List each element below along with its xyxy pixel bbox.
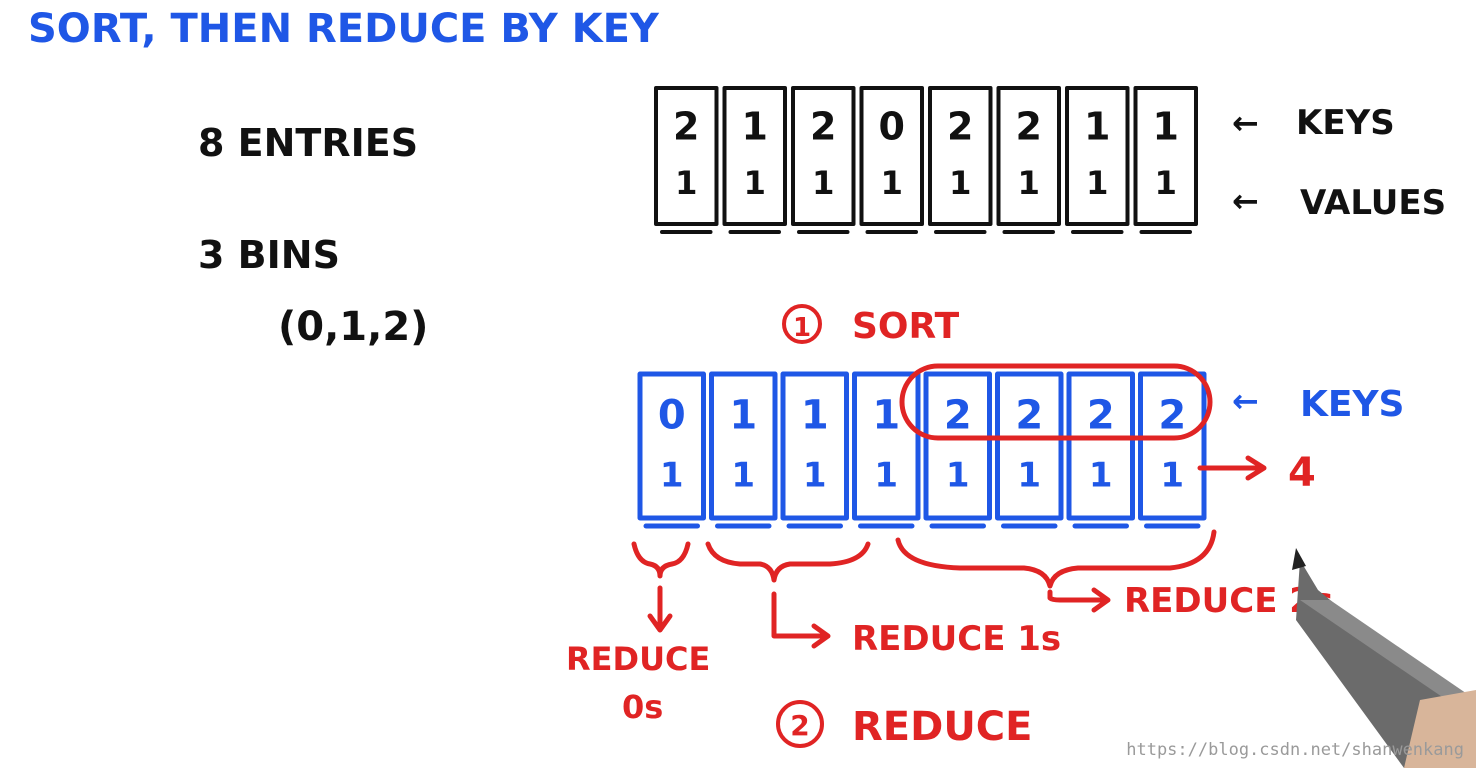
sorted-array-cell [923,371,992,521]
bin-values: (0,1,2) [278,304,428,350]
brace-2s [895,529,1217,589]
sorted-array-value: 1 [1017,455,1041,495]
sorted-array-cell [1138,371,1207,521]
sorted-array-cell [709,371,778,521]
unsorted-array-key: 2 [1016,105,1042,149]
result-arrow [1197,455,1267,481]
watermark: https://blog.csdn.net/shanwenkang [1126,740,1464,760]
reduce-0s-line1: REDUCE [566,640,710,678]
entries-count: 8 ENTRIES [198,121,418,165]
sorted-array-value: 1 [1160,455,1184,495]
arrow-reduce-2s [1047,587,1111,613]
pen-illustration [1292,548,1476,768]
sorted-array-value: 1 [1089,455,1113,495]
unsorted-array-key: 2 [810,105,836,149]
unsorted-keys-label: KEYS [1296,103,1395,143]
step1-circle [782,304,822,344]
sorted-array-cell [637,371,706,521]
unsorted-array-value: 1 [949,164,971,202]
sorted-array-key: 1 [729,393,757,439]
sorted-array-key: 2 [944,393,972,439]
reduce-result: 4 [1288,450,1316,496]
unsorted-array-cell [859,86,924,226]
unsorted-array-cell [654,86,719,226]
sorted-array-cell [780,371,849,521]
brace-1s [705,541,871,583]
step2-circle [776,700,824,748]
unsorted-keys-arrow: ← [1232,104,1259,142]
unsorted-array-cell [996,86,1061,226]
arrow-reduce-1s [771,591,831,649]
unsorted-array-cell [791,86,856,226]
unsorted-array-key: 1 [742,105,768,149]
unsorted-array-value: 1 [675,164,697,202]
reduce-1s-label: REDUCE 1s [852,619,1061,659]
unsorted-array-cell [722,86,787,226]
sorted-array-value: 1 [731,455,755,495]
unsorted-array-cell [1133,86,1198,226]
brace-0s [631,541,691,579]
unsorted-array-value: 1 [1018,164,1040,202]
sorted-keys-label: KEYS [1300,384,1404,425]
diagram-title: SORT, THEN REDUCE BY KEY [28,6,660,52]
step1-label: SORT [852,306,960,347]
unsorted-array-cell [928,86,993,226]
unsorted-array-value: 1 [881,164,903,202]
unsorted-array-key: 1 [1153,105,1179,149]
sorted-array-key: 0 [658,393,686,439]
sorted-array-key: 2 [1087,393,1115,439]
unsorted-values-arrow: ← [1232,182,1259,220]
sorted-array-key: 1 [872,393,900,439]
sorted-array-cell [995,371,1064,521]
step2-number: 2 [790,709,809,742]
sorted-array-value: 1 [874,455,898,495]
unsorted-array-value: 1 [744,164,766,202]
sorted-array-value: 1 [946,455,970,495]
sorted-array-value: 1 [660,455,684,495]
reduce-0s-line2: 0s [622,688,663,726]
step2-label: REDUCE [852,704,1033,750]
unsorted-array-value: 1 [812,164,834,202]
bins-count: 3 BINS [198,233,340,277]
unsorted-array-key: 1 [1084,105,1110,149]
sorted-array-cell [852,371,921,521]
sorted-array-key: 2 [1158,393,1186,439]
unsorted-array-value: 1 [1086,164,1108,202]
unsorted-array-key: 2 [673,105,699,149]
unsorted-array-value: 1 [1155,164,1177,202]
unsorted-values-label: VALUES [1300,183,1446,223]
sorted-array-key: 1 [801,393,829,439]
unsorted-array-key: 0 [879,105,905,149]
sorted-array-cell [1066,371,1135,521]
group-2s-loop [899,363,1213,441]
unsorted-array-cell [1065,86,1130,226]
sorted-array-key: 2 [1015,393,1043,439]
unsorted-array-key: 2 [947,105,973,149]
sorted-array-value: 1 [803,455,827,495]
sorted-keys-arrow: ← [1232,382,1259,420]
step1-number: 1 [793,313,811,343]
arrow-reduce-0s [647,585,673,633]
